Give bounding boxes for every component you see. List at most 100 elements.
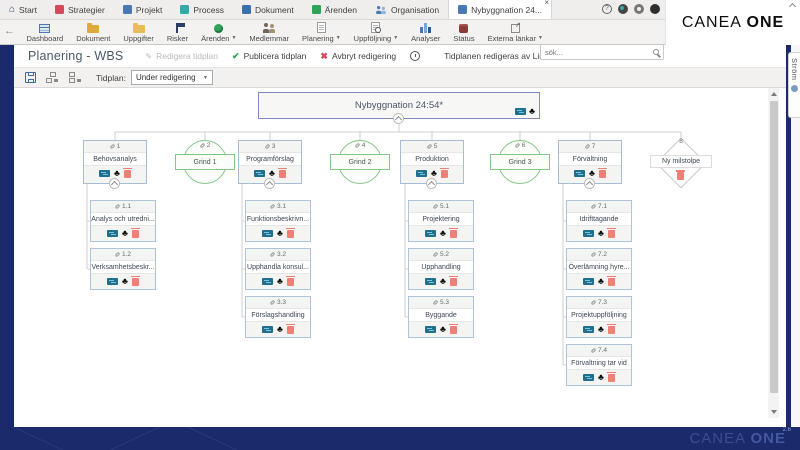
ribbon-externa-lankar[interactable]: ↗ Externa länkar▼ <box>487 21 543 43</box>
search-icon[interactable] <box>653 49 659 55</box>
activity-icon[interactable]: ♣ <box>277 324 283 334</box>
ribbon-uppgifter[interactable]: Uppgifter <box>117 22 160 43</box>
activity-icon[interactable]: ♣ <box>598 276 604 286</box>
gantt-icon[interactable] <box>515 108 527 115</box>
search-input[interactable] <box>545 47 653 57</box>
settings-gear-icon[interactable] <box>634 4 644 14</box>
gantt-icon[interactable] <box>99 170 111 177</box>
activity-icon[interactable]: ♣ <box>440 228 446 238</box>
wbs-root-node[interactable]: Nybyggnation 24:54* ♣ <box>258 92 540 119</box>
delete-icon[interactable] <box>448 323 458 334</box>
edit-schedule-button[interactable]: ✎ Redigera tidplan <box>145 51 219 61</box>
wbs-activity[interactable]: 7.3 Projektuppföljning ♣ <box>566 296 632 338</box>
activity-icon[interactable]: ♣ <box>440 324 446 334</box>
vertical-scrollbar[interactable] <box>768 88 779 418</box>
help-icon[interactable]: ? <box>602 4 612 14</box>
activity-icon[interactable]: ♣ <box>277 276 283 286</box>
delete-icon[interactable] <box>606 227 616 238</box>
wbs-milestone-ny-milstolpe[interactable]: 8 Ny milstolpe <box>650 136 712 192</box>
activity-icon[interactable]: ♣ <box>598 372 604 382</box>
ribbon-uppfoljning[interactable]: Uppföljning▼ <box>347 21 404 43</box>
tab-arenden[interactable]: Ärenden <box>303 0 366 19</box>
scrollbar-thumb[interactable] <box>769 101 778 393</box>
gantt-icon[interactable] <box>107 230 119 237</box>
wbs-activity[interactable]: 1.2 Verksamhetsbeskr... ♣ <box>90 248 156 290</box>
collapse-chevron[interactable] <box>426 178 437 189</box>
collapse-chevron[interactable] <box>264 178 275 189</box>
scroll-up-icon[interactable] <box>770 92 777 96</box>
gantt-icon[interactable] <box>425 278 437 285</box>
wbs-activity[interactable]: 7.4 Förvaltning tar vid ♣ <box>566 344 632 386</box>
wbs-activity[interactable]: 3.1 Funktionsbeskrivn... ♣ <box>245 200 311 242</box>
gantt-icon[interactable] <box>425 326 437 333</box>
gantt-icon[interactable] <box>262 278 274 285</box>
tab-dokument[interactable]: Dokument <box>233 0 303 19</box>
collapse-header-chevron-icon[interactable] <box>788 2 797 11</box>
activity-icon[interactable]: ♣ <box>122 276 128 286</box>
delete-icon[interactable] <box>676 170 685 180</box>
collapse-chevron[interactable] <box>584 178 595 189</box>
delete-icon[interactable] <box>130 227 140 238</box>
delete-icon[interactable] <box>439 167 449 178</box>
activity-icon[interactable]: ♣ <box>589 168 595 178</box>
ribbon-analyser[interactable]: Analyser <box>405 22 447 43</box>
close-tab-icon[interactable]: × <box>544 0 550 7</box>
wbs-activity[interactable]: 3.3 Förslagshandling ♣ <box>245 296 311 338</box>
wbs-phase-forvaltning[interactable]: 7 Förvaltning ♣ <box>558 140 622 184</box>
gantt-icon[interactable] <box>416 170 428 177</box>
tab-process[interactable]: Process <box>171 0 233 19</box>
ribbon-dokument[interactable]: Dokument <box>70 22 117 43</box>
delete-icon[interactable] <box>285 323 295 334</box>
activity-icon[interactable]: ♣ <box>269 168 275 178</box>
stream-side-tab[interactable]: Ström <box>788 52 800 118</box>
ribbon-planering[interactable]: Planering▼ <box>296 21 348 43</box>
delete-icon[interactable] <box>606 323 616 334</box>
delete-icon[interactable] <box>130 275 140 286</box>
gantt-icon[interactable] <box>583 326 595 333</box>
wbs-activity[interactable]: 7.2 Överlämning hyre... ♣ <box>566 248 632 290</box>
save-icon[interactable] <box>25 72 36 83</box>
delete-icon[interactable] <box>448 227 458 238</box>
cancel-editing-button[interactable]: ✖ Avbryt redigering <box>320 50 397 62</box>
activity-icon[interactable]: ♣ <box>431 168 437 178</box>
wbs-activity[interactable]: 1.1 Analys och utredni... ♣ <box>90 200 156 242</box>
delete-icon[interactable] <box>606 371 616 382</box>
wbs-activity[interactable]: 5.1 Projektering ♣ <box>408 200 474 242</box>
tab-projekt[interactable]: Projekt <box>114 0 171 19</box>
wbs-gate-grind-2[interactable]: 4 Grind 2 <box>330 139 390 185</box>
activity-icon[interactable]: ♣ <box>598 324 604 334</box>
wbs-activity[interactable]: 5.2 Upphandling ♣ <box>408 248 474 290</box>
ribbon-medlemmar[interactable]: Medlemmar <box>243 22 296 43</box>
language-icon[interactable] <box>618 4 628 14</box>
scroll-down-icon[interactable] <box>770 410 777 414</box>
activity-icon[interactable]: ♣ <box>440 276 446 286</box>
back-arrow-icon[interactable]: ← <box>4 25 15 37</box>
activity-icon[interactable]: ♣ <box>598 228 604 238</box>
wbs-gate-grind-1[interactable]: 2 Grind 1 <box>175 139 235 185</box>
ribbon-dashboard[interactable]: Dashboard <box>20 22 70 43</box>
gantt-icon[interactable] <box>574 170 586 177</box>
layout-compact-icon[interactable] <box>46 72 59 83</box>
wbs-phase-produktion[interactable]: 5 Produktion ♣ <box>400 140 464 184</box>
gantt-icon[interactable] <box>583 278 595 285</box>
gantt-icon[interactable] <box>262 230 274 237</box>
publish-schedule-button[interactable]: ✔ Publicera tidplan <box>232 50 307 62</box>
activity-icon[interactable]: ♣ <box>277 228 283 238</box>
activity-icon[interactable]: ♣ <box>122 228 128 238</box>
gantt-icon[interactable] <box>262 326 274 333</box>
wbs-activity[interactable]: 3.2 Upphandla konsul... ♣ <box>245 248 311 290</box>
delete-icon[interactable] <box>448 275 458 286</box>
delete-icon[interactable] <box>122 167 132 178</box>
ribbon-status[interactable]: Status <box>447 22 481 43</box>
delete-icon[interactable] <box>285 275 295 286</box>
collapse-chevron[interactable] <box>393 113 404 124</box>
collapse-chevron[interactable] <box>109 178 120 189</box>
wbs-activity[interactable]: 7.1 Idrifttagande ♣ <box>566 200 632 242</box>
activity-icon[interactable]: ♣ <box>114 168 120 178</box>
user-avatar[interactable] <box>650 4 660 14</box>
activity-icon[interactable]: ♣ <box>529 106 535 116</box>
delete-icon[interactable] <box>285 227 295 238</box>
tab-start[interactable]: ⌂ Start <box>0 0 46 19</box>
tab-organisation[interactable]: Organisation <box>366 0 448 19</box>
ribbon-risker[interactable]: Risker <box>160 22 194 43</box>
